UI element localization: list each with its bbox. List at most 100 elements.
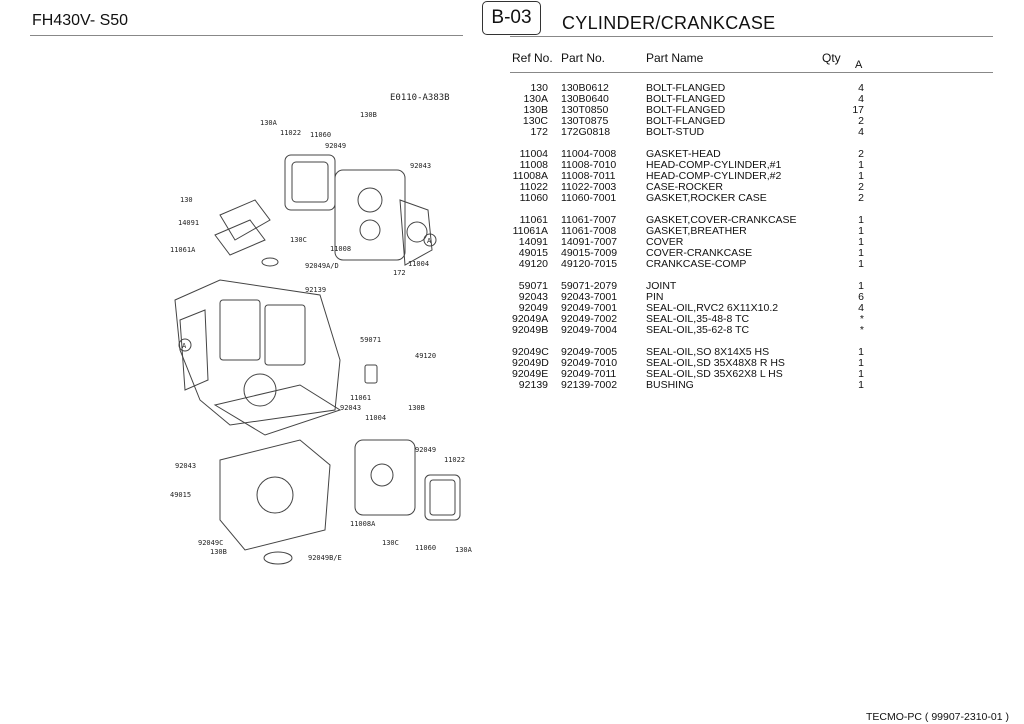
qty-cell: 4 xyxy=(858,126,864,138)
qty-cell: 1 xyxy=(858,258,864,270)
part-no-cell: 49120-7015 xyxy=(561,258,618,270)
part-no-cell: 92049-7004 xyxy=(561,324,618,336)
qty-cell: 2 xyxy=(858,148,864,160)
part-no-cell: 130B0640 xyxy=(561,93,609,105)
ref-cell: 92049 xyxy=(518,302,548,314)
diagram-label: 11060 xyxy=(310,131,331,139)
part-name-cell: JOINT xyxy=(646,280,677,292)
right-header-rule xyxy=(510,36,993,37)
diagram-label: 130C xyxy=(382,539,399,547)
diagram-label: 130B xyxy=(408,404,425,412)
part-no-cell: 11060-7001 xyxy=(561,192,617,204)
diagram-label: 11061A xyxy=(170,246,196,254)
diagram-label: 130B xyxy=(210,548,227,556)
diagram-label: 59071 xyxy=(360,336,381,344)
qty-cell: 1 xyxy=(858,368,864,380)
qty-cell: 1 xyxy=(858,357,864,369)
ref-cell: 172 xyxy=(530,126,548,138)
cylinder-head-shape xyxy=(334,169,406,261)
breather-gasket-shape xyxy=(214,219,266,256)
part-name-cell: GASKET,BREATHER xyxy=(646,225,747,237)
gasket-bore-shape xyxy=(406,221,428,243)
callout-a-label-left: A xyxy=(182,342,187,350)
part-no-cell: 92139-7002 xyxy=(561,379,618,391)
part-name-cell: CASE-ROCKER xyxy=(646,181,724,193)
qty-cell: * xyxy=(859,324,864,336)
qty-cell: 1 xyxy=(858,170,864,182)
ref-cell: 11061 xyxy=(519,214,548,226)
part-no-cell: 172G0818 xyxy=(561,126,611,138)
diagram-label: 11022 xyxy=(280,129,301,137)
rocker-gasket-2-shape xyxy=(429,479,456,516)
column-header-part: Part No. xyxy=(561,51,606,65)
column-header-qty-sub: A xyxy=(855,59,863,71)
crankcase-shape xyxy=(174,279,341,426)
head-port-shape xyxy=(357,187,383,213)
part-name-cell: SEAL-OIL,SD 35X62X8 L HS xyxy=(646,368,783,380)
part-no-cell: 92049-7011 xyxy=(561,368,617,380)
part-name-cell: HEAD-COMP-CYLINDER,#2 xyxy=(646,170,782,182)
part-name-cell: HEAD-COMP-CYLINDER,#1 xyxy=(646,159,782,171)
ref-cell: 11004 xyxy=(519,148,548,160)
part-no-cell: 11022-7003 xyxy=(561,181,617,193)
cover-bore-shape xyxy=(256,476,294,514)
part-no-cell: 92043-7001 xyxy=(561,291,618,303)
part-name-cell: SEAL-OIL,SD 35X48X8 R HS xyxy=(646,357,785,369)
part-no-cell: 92049-7002 xyxy=(561,313,618,325)
diagram-code: E0110-A383B xyxy=(390,93,450,103)
footer-text: TECMO-PC ( 99907-2310-01 ) xyxy=(866,711,1009,723)
part-name-cell: CRANKCASE-COMP xyxy=(646,258,747,270)
qty-cell: 4 xyxy=(858,93,864,105)
cooling-fins-shape xyxy=(179,309,209,391)
part-name-cell: SEAL-OIL,35-48-8 TC xyxy=(646,313,750,325)
part-no-cell: 11004-7008 xyxy=(561,148,617,160)
diagram-label: 14091 xyxy=(178,219,199,227)
qty-cell: 2 xyxy=(858,115,864,127)
diagram-label: 92139 xyxy=(305,286,326,294)
ref-cell: 130C xyxy=(522,115,548,127)
diagram-label: 92043 xyxy=(175,462,196,470)
part-no-cell: 14091-7007 xyxy=(561,236,618,248)
diagram-label: 11061 xyxy=(350,394,371,402)
qty-cell: 1 xyxy=(858,225,864,237)
part-name-cell: SEAL-OIL,35-62-8 TC xyxy=(646,324,750,336)
head-port-shape-2 xyxy=(359,219,381,241)
oil-seal-top-shape xyxy=(261,257,279,267)
part-name-cell: BUSHING xyxy=(646,379,694,391)
cylinder-bore-2-shape xyxy=(264,304,306,366)
ref-cell: 59071 xyxy=(518,280,548,292)
qty-cell: 1 xyxy=(858,346,864,358)
part-name-cell: GASKET,ROCKER CASE xyxy=(646,192,767,204)
breather-cover-shape xyxy=(219,199,271,241)
head-gasket-shape xyxy=(399,199,433,266)
part-name-cell: GASKET,COVER-CRANKCASE xyxy=(646,214,797,226)
column-header-name: Part Name xyxy=(646,51,704,65)
diagram-label: 92049B/E xyxy=(308,554,342,562)
part-name-cell: COVER xyxy=(646,236,684,248)
ref-cell: 11008A xyxy=(512,170,548,182)
crank-bore-shape xyxy=(243,373,277,407)
ref-cell: 14091 xyxy=(518,236,548,248)
diagram-label: 92049 xyxy=(325,142,346,150)
ref-cell: 11022 xyxy=(519,181,548,193)
ref-cell: 92139 xyxy=(518,379,548,391)
ref-cell: 130A xyxy=(523,93,548,105)
diagram-label: 11004 xyxy=(365,414,386,422)
callout-a-left xyxy=(178,338,192,352)
rocker-gasket-shape xyxy=(291,161,329,203)
part-no-cell: 59071-2079 xyxy=(561,280,618,292)
callout-a-top xyxy=(423,233,437,247)
model-title: FH430V- S50 xyxy=(32,12,129,29)
diagram-label: 11022 xyxy=(444,456,465,464)
part-no-cell: 130T0850 xyxy=(561,104,609,116)
ref-cell: 92043 xyxy=(518,291,548,303)
part-no-cell: 92049-7005 xyxy=(561,346,618,358)
diagram-label: 130A xyxy=(260,119,278,127)
diagram-label: 49120 xyxy=(415,352,436,360)
part-name-cell: BOLT-FLANGED xyxy=(646,104,726,116)
part-no-cell: 49015-7009 xyxy=(561,247,618,259)
column-header-qty: Qty xyxy=(822,51,841,65)
qty-cell: * xyxy=(859,313,864,325)
part-no-cell: 11061-7007 xyxy=(561,214,617,226)
diagram-label: 11004 xyxy=(408,260,429,268)
